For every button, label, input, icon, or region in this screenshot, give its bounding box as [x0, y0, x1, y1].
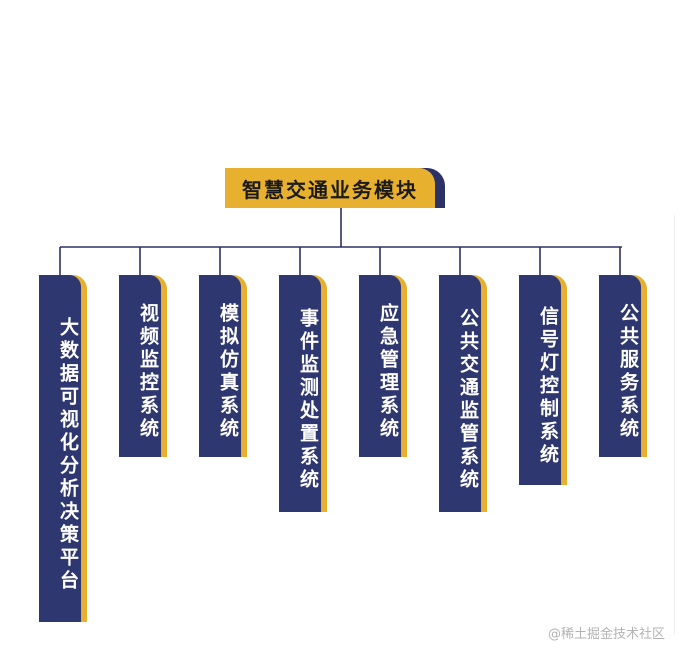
root-node-label: 智慧交通业务模块 [225, 168, 435, 208]
child-node-video-monitoring: 视频监控系统 [119, 275, 167, 457]
child-node-signal-control: 信号灯控制系统 [519, 275, 567, 485]
child-node-label: 信号灯控制系统 [519, 275, 561, 485]
child-node-big-data-platform: 大数据可视化分析决策平台 [39, 275, 87, 622]
root-node: 智慧交通业务模块 [225, 168, 445, 208]
child-node-label: 应急管理系统 [359, 275, 401, 457]
child-node-incident-handling: 事件监测处置系统 [279, 275, 327, 512]
child-node-simulation: 模拟仿真系统 [199, 275, 247, 457]
child-node-public-transit: 公共交通监管系统 [439, 275, 487, 512]
right-edge-line [674, 215, 675, 635]
child-node-label: 事件监测处置系统 [279, 275, 321, 512]
child-node-label: 公共交通监管系统 [439, 275, 481, 512]
child-node-label: 模拟仿真系统 [199, 275, 241, 457]
child-node-label: 公共服务系统 [599, 275, 641, 457]
child-node-emergency: 应急管理系统 [359, 275, 407, 457]
child-node-label: 大数据可视化分析决策平台 [39, 275, 81, 622]
watermark: @稀土掘金技术社区 [547, 627, 665, 642]
child-node-public-service: 公共服务系统 [599, 275, 647, 457]
child-node-label: 视频监控系统 [119, 275, 161, 457]
